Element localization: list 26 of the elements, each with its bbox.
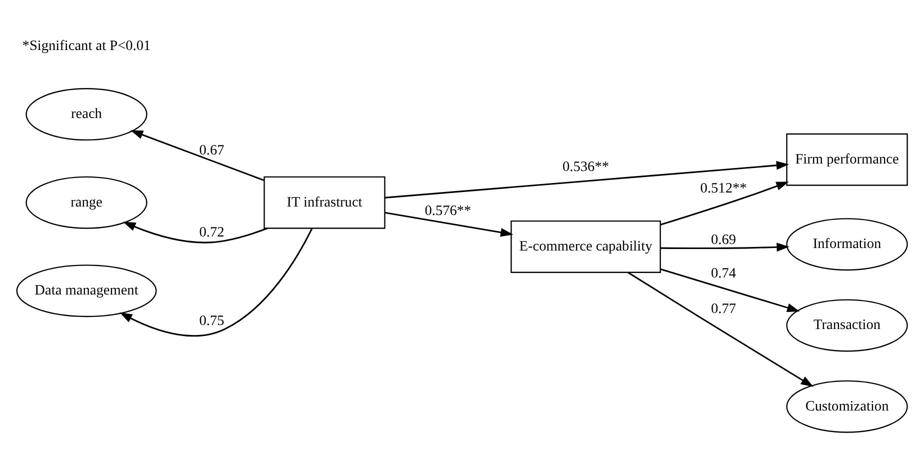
node-ellipse: Information bbox=[786, 218, 908, 271]
arrow bbox=[120, 228, 313, 337]
node-box: IT infrastruct bbox=[264, 176, 386, 229]
arrow bbox=[130, 130, 264, 182]
edge-label: 0.69 bbox=[711, 232, 736, 248]
node-box: E-commerce capability bbox=[510, 220, 661, 273]
edge-label: 0.576** bbox=[424, 203, 472, 220]
arrow bbox=[384, 212, 514, 237]
label: *Significant at P<0.01 bbox=[22, 38, 151, 54]
node-ellipse: range bbox=[26, 176, 148, 229]
arrow bbox=[660, 182, 789, 226]
arrow bbox=[660, 242, 790, 252]
edge-label: 0.72 bbox=[199, 224, 224, 241]
edge-label: 0.512** bbox=[700, 180, 747, 197]
edge-label: 0.77 bbox=[711, 301, 736, 318]
arrow bbox=[384, 160, 790, 198]
node-ellipse: Customization bbox=[786, 380, 908, 433]
edge-label: 0.536** bbox=[562, 159, 609, 176]
edge-label: 0.74 bbox=[711, 265, 736, 282]
node-box: Firm performance bbox=[786, 133, 908, 186]
node-ellipse: Data management bbox=[16, 264, 157, 318]
edge-label: 0.75 bbox=[199, 312, 224, 329]
arrow bbox=[660, 268, 800, 312]
arrow bbox=[628, 272, 814, 387]
edge-label: 0.67 bbox=[199, 142, 224, 158]
arrow bbox=[122, 222, 268, 244]
